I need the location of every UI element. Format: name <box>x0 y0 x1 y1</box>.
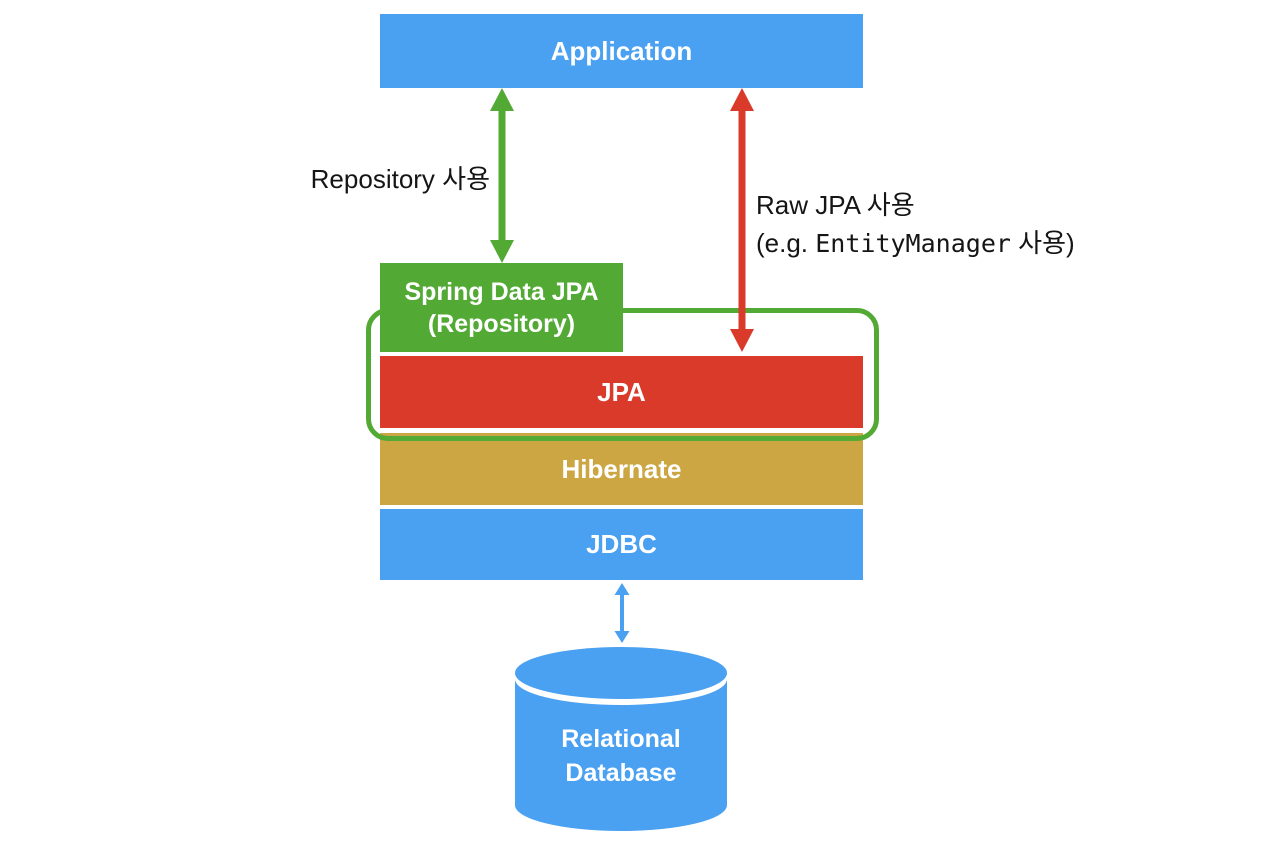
spring-data-jpa-box: Spring Data JPA (Repository) <box>380 263 623 352</box>
database-label-line1: Relational <box>561 725 681 753</box>
jdbc-database-arrow <box>614 583 630 643</box>
raw-jpa-usage-arrow <box>730 88 754 352</box>
repository-usage-label: Repository 사용 <box>310 164 490 194</box>
raw-jpa-usage-line1: Raw JPA 사용 <box>756 190 915 220</box>
raw-detail-prefix: (e.g. <box>756 228 816 258</box>
raw-jpa-usage-label: Raw JPA 사용 (e.g. EntityManager 사용) <box>756 186 1075 263</box>
raw-detail-suffix: 사용) <box>1010 228 1075 258</box>
jdbc-box: JDBC <box>380 509 863 580</box>
application-label: Application <box>550 35 693 66</box>
raw-detail-code: EntityManager <box>815 229 1011 258</box>
hibernate-label: Hibernate <box>561 453 682 484</box>
database-label-line2: Database <box>565 759 677 787</box>
jpa-box: JPA <box>380 356 863 428</box>
jpa-label: JPA <box>597 376 646 407</box>
database-label: Relational Database <box>511 722 731 790</box>
spring-data-jpa-label-line2: (Repository) <box>427 309 576 338</box>
application-box: Application <box>380 14 863 88</box>
jdbc-label: JDBC <box>586 529 657 559</box>
repository-usage-arrow <box>490 88 514 263</box>
spring-data-jpa-label-line1: Spring Data JPA <box>404 277 599 306</box>
hibernate-box: Hibernate <box>380 433 863 505</box>
raw-jpa-usage-line2: (e.g. EntityManager 사용) <box>756 224 1075 263</box>
database-cylinder-icon <box>515 647 727 831</box>
